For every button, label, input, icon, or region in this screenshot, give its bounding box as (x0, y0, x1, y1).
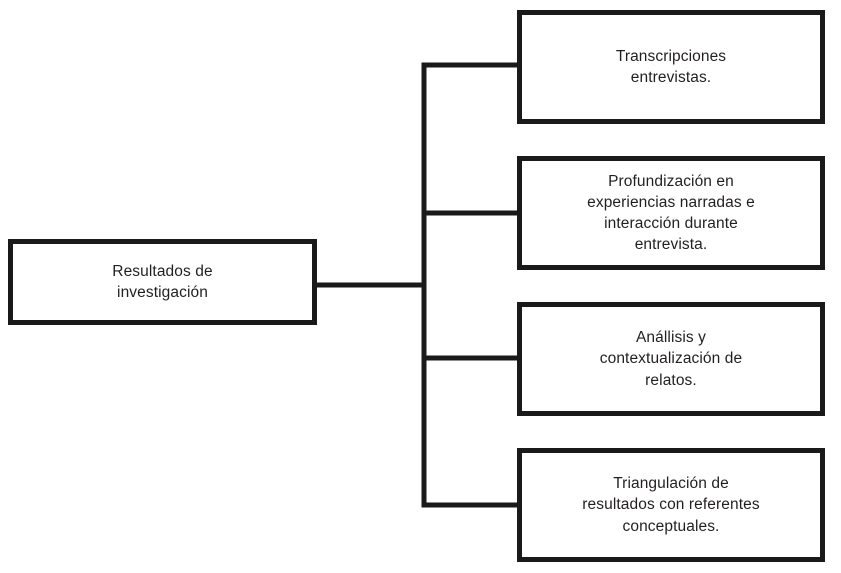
node-root: Resultados de investigación (8, 239, 317, 325)
node-branch-transcripciones: Transcripciones entrevistas. (517, 10, 825, 124)
node-branch-analisis: Anállisis y contextualización de relatos… (517, 302, 825, 416)
node-branch-0-label: Transcripciones entrevistas. (615, 47, 727, 86)
node-branch-1-label: Profundización en experiencias narradas … (587, 172, 755, 254)
node-branch-triangulacion: Triangulación de resultados con referent… (517, 448, 825, 562)
node-root-label: Resultados de investigación (112, 262, 213, 301)
node-branch-3-label: Triangulación de resultados con referent… (582, 475, 760, 535)
node-branch-2-label: Anállisis y contextualización de relatos… (599, 329, 743, 389)
node-branch-profundizacion: Profundización en experiencias narradas … (517, 156, 825, 270)
